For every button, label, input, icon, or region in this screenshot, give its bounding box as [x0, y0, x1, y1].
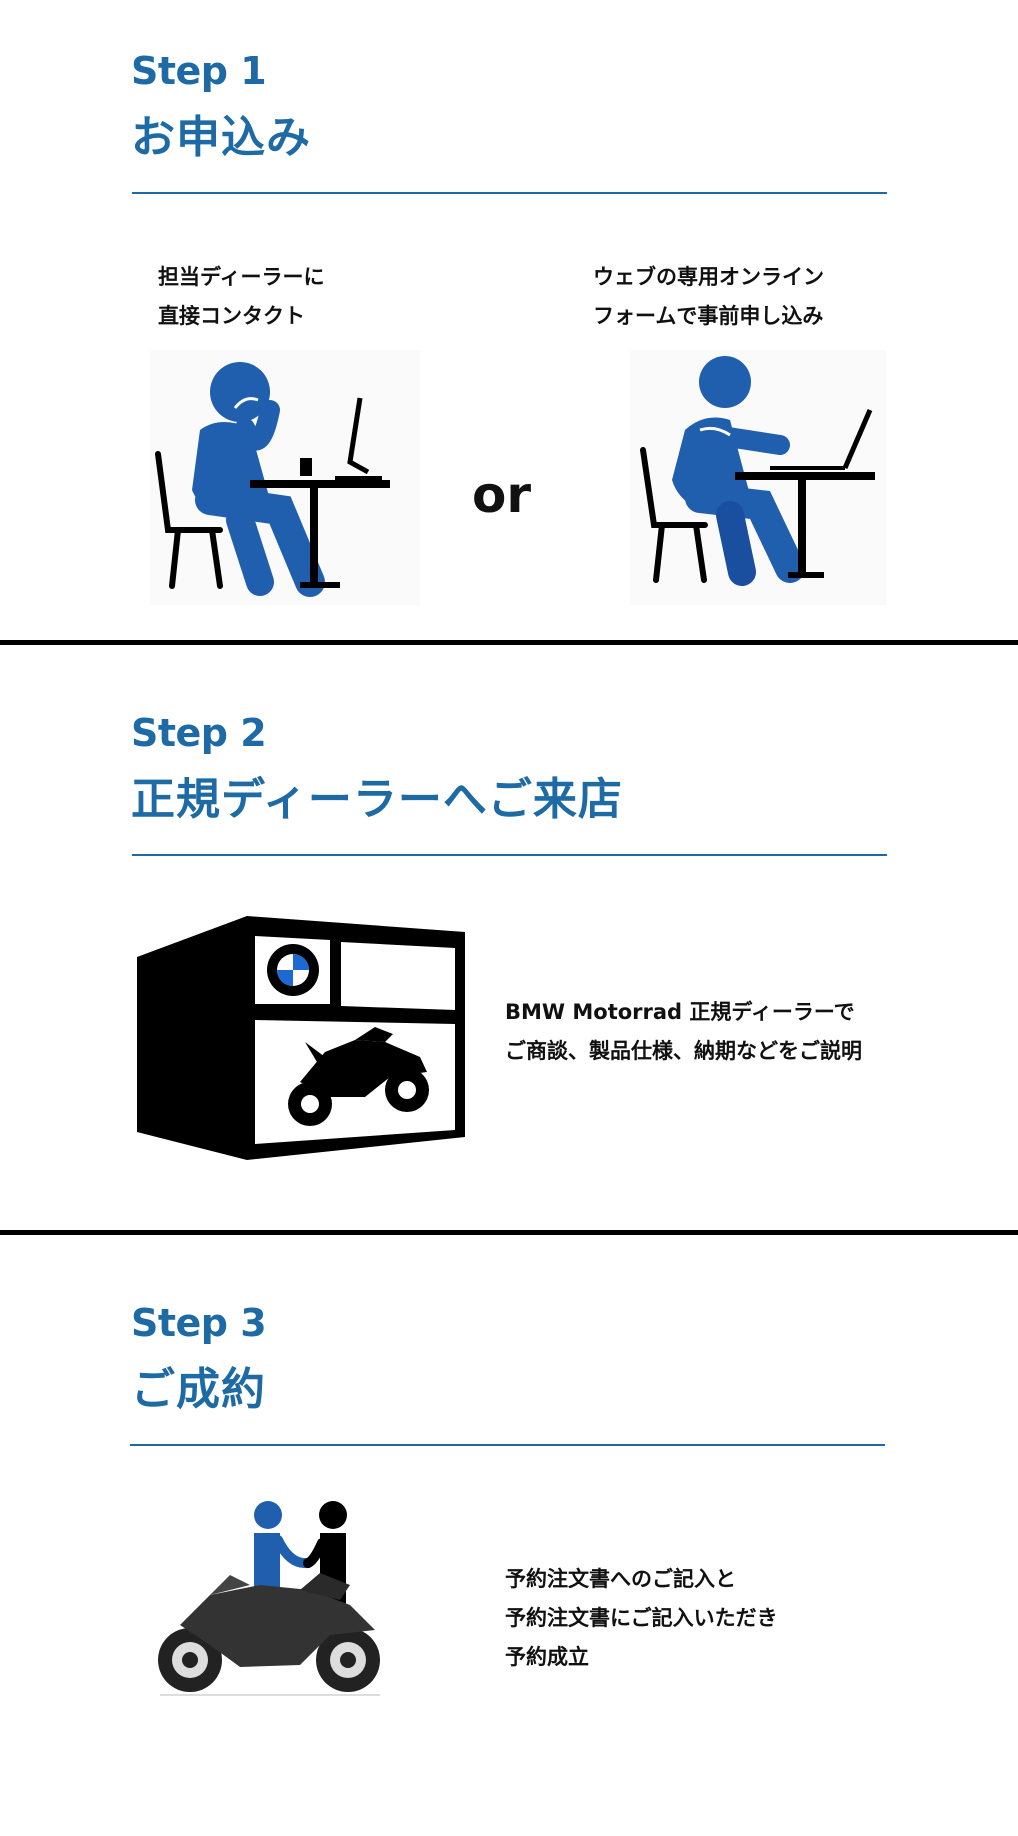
caption-line: フォームで事前申し込み — [593, 304, 824, 328]
step3-label: Step 3 — [131, 1301, 267, 1345]
section-separator — [0, 1230, 1018, 1235]
step2-label: Step 2 — [131, 711, 267, 755]
person-at-laptop-icon — [630, 350, 886, 605]
caption-line: 担当ディーラーに — [158, 265, 325, 289]
step3-title: ご成約 — [131, 1364, 266, 1415]
description-line: ご商談、製品仕様、納期などをご説明 — [505, 1039, 862, 1063]
handshake-with-motorcycle-icon — [150, 1495, 390, 1700]
step3-description: 予約注文書へのご記入と 予約注文書にご記入いただき 予約成立 — [505, 1560, 778, 1677]
description-line: 予約注文書へのご記入と — [505, 1567, 736, 1591]
caption-line: ウェブの専用オンライン — [593, 265, 824, 289]
step1-title: お申込み — [131, 112, 311, 163]
description-line: 予約成立 — [505, 1645, 589, 1669]
caption-line: 直接コンタクト — [158, 304, 305, 328]
bmw-dealer-store-icon — [135, 912, 470, 1164]
step1-option-b-caption: ウェブの専用オンライン フォームで事前申し込み — [593, 258, 824, 336]
step2-description: BMW Motorrad 正規ディーラーで ご商談、製品仕様、納期などをご説明 — [505, 993, 862, 1071]
step2-title: 正規ディーラーへご来店 — [131, 774, 623, 825]
step1-label: Step 1 — [131, 49, 267, 93]
section-separator — [0, 640, 1018, 645]
step3-divider — [130, 1444, 885, 1446]
description-line: 予約注文書にご記入いただき — [505, 1606, 778, 1630]
step1-option-a-caption: 担当ディーラーに 直接コンタクト — [158, 258, 325, 336]
step2-divider — [132, 854, 887, 856]
step1-divider — [132, 192, 887, 194]
person-on-phone-at-desk-icon — [150, 350, 420, 605]
description-line: BMW Motorrad 正規ディーラーで — [505, 1000, 855, 1024]
or-divider-text: or — [472, 466, 532, 524]
